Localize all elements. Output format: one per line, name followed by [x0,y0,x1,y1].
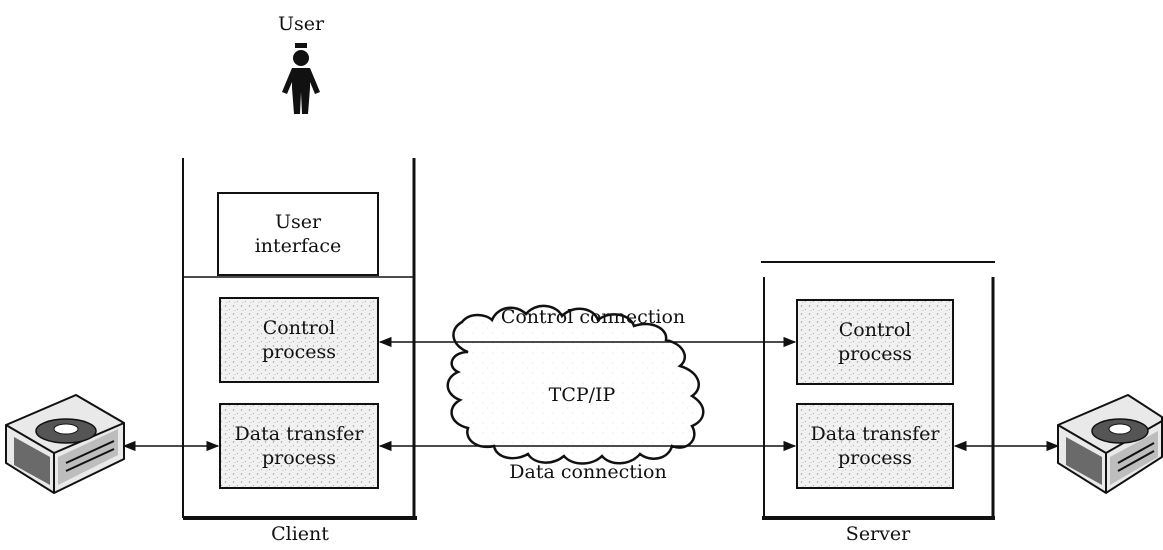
disk-drive-icon [5,393,125,495]
server-frame [761,261,995,520]
client-data-transfer-process-label: Data transfer process [234,423,364,469]
client-control-process-label: Control process [261,317,337,363]
control-connection-label: Control connection [500,306,686,328]
server-control-process-box [796,299,954,385]
server-label: Server [845,523,911,545]
server-control-process-label: Control process [837,319,913,365]
user-label: User [277,13,325,35]
data-connection-label: Data connection [509,461,667,483]
client-control-process-box [219,297,379,383]
user-interface-label: User interface [254,211,342,257]
server-data-transfer-process-label: Data transfer process [810,423,940,469]
server-data-transfer-process-box [796,403,954,489]
user-interface-box [217,192,379,276]
disk-drive-icon [1057,393,1163,495]
user-icon [282,43,320,114]
client-label: Client [271,523,329,545]
client-data-transfer-process-box [219,403,379,489]
tcp-ip-label: TCP/IP [548,384,616,406]
